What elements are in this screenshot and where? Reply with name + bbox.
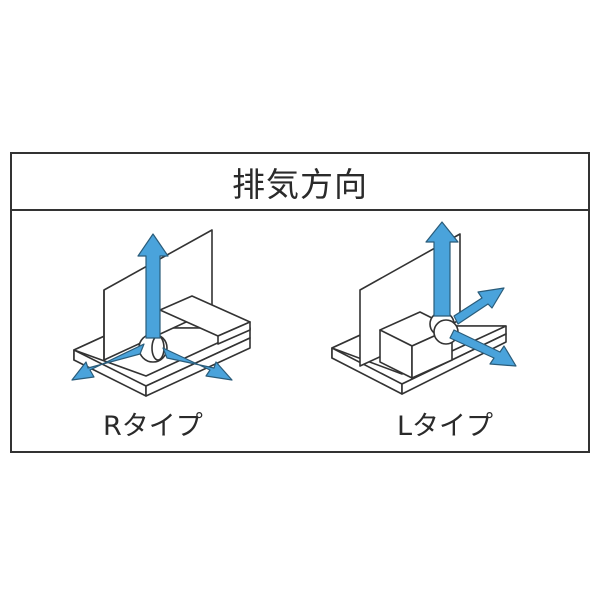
l-type-label: Lタイプ [397, 411, 494, 442]
exhaust-direction-panel: 排気方向 [10, 152, 590, 453]
r-type-label: Rタイプ [103, 411, 203, 442]
panel-title: 排気方向 [232, 164, 368, 204]
r-type-diagram [71, 229, 251, 397]
l-type-diagram [331, 221, 517, 395]
panel-header: 排気方向 [12, 154, 588, 211]
